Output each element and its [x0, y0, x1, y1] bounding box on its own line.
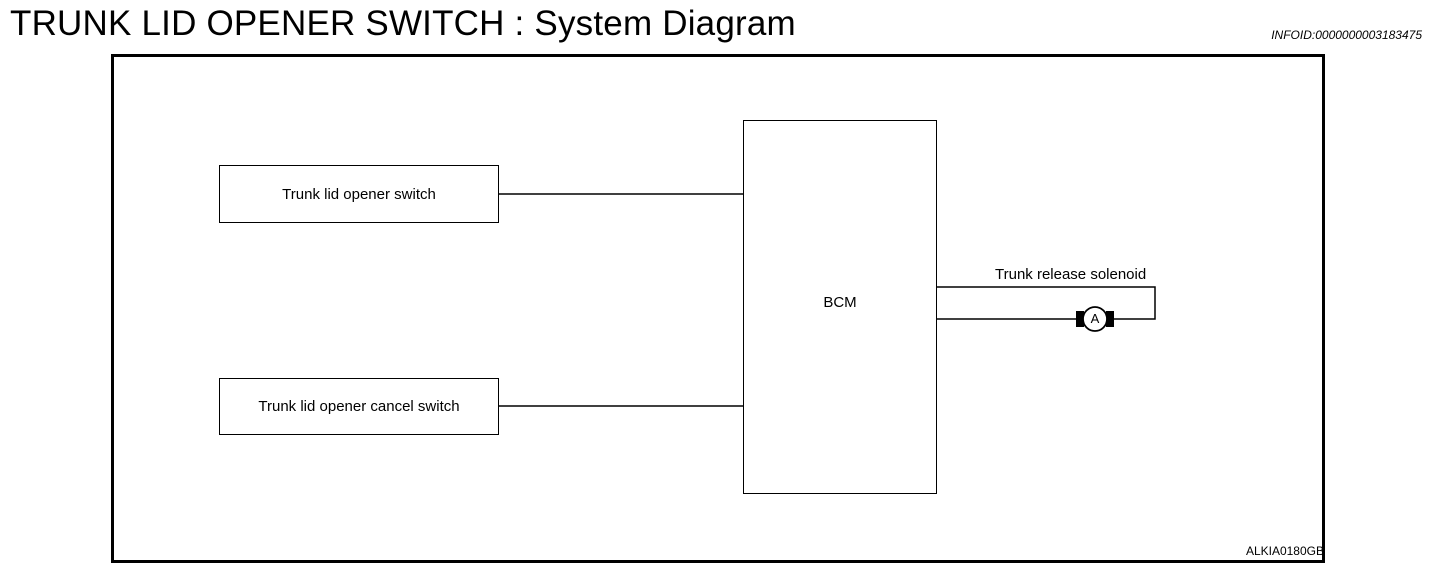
trunk-lid-opener-cancel-switch-box: Trunk lid opener cancel switch [219, 378, 499, 435]
trunk-lid-opener-switch-box: Trunk lid opener switch [219, 165, 499, 223]
connector-right-tab [1106, 311, 1114, 327]
bcm-box: BCM [743, 120, 937, 494]
info-id: INFOID:0000000003183475 [1271, 28, 1422, 42]
page-title: TRUNK LID OPENER SWITCH : System Diagram [10, 4, 796, 43]
trunk-lid-opener-cancel-switch-label: Trunk lid opener cancel switch [258, 398, 460, 415]
diagram-frame [111, 54, 1325, 563]
figure-code: ALKIA0180GB [1245, 544, 1324, 558]
trunk-lid-opener-switch-label: Trunk lid opener switch [282, 185, 436, 203]
wire-solenoid-upper [937, 286, 1156, 320]
bcm-label: BCM [823, 293, 857, 311]
connector-circle [1082, 306, 1108, 332]
trunk-release-solenoid-label: Trunk release solenoid [995, 266, 1147, 283]
connector-a-label: A [1090, 311, 1100, 326]
connector-left-tab [1076, 311, 1084, 327]
